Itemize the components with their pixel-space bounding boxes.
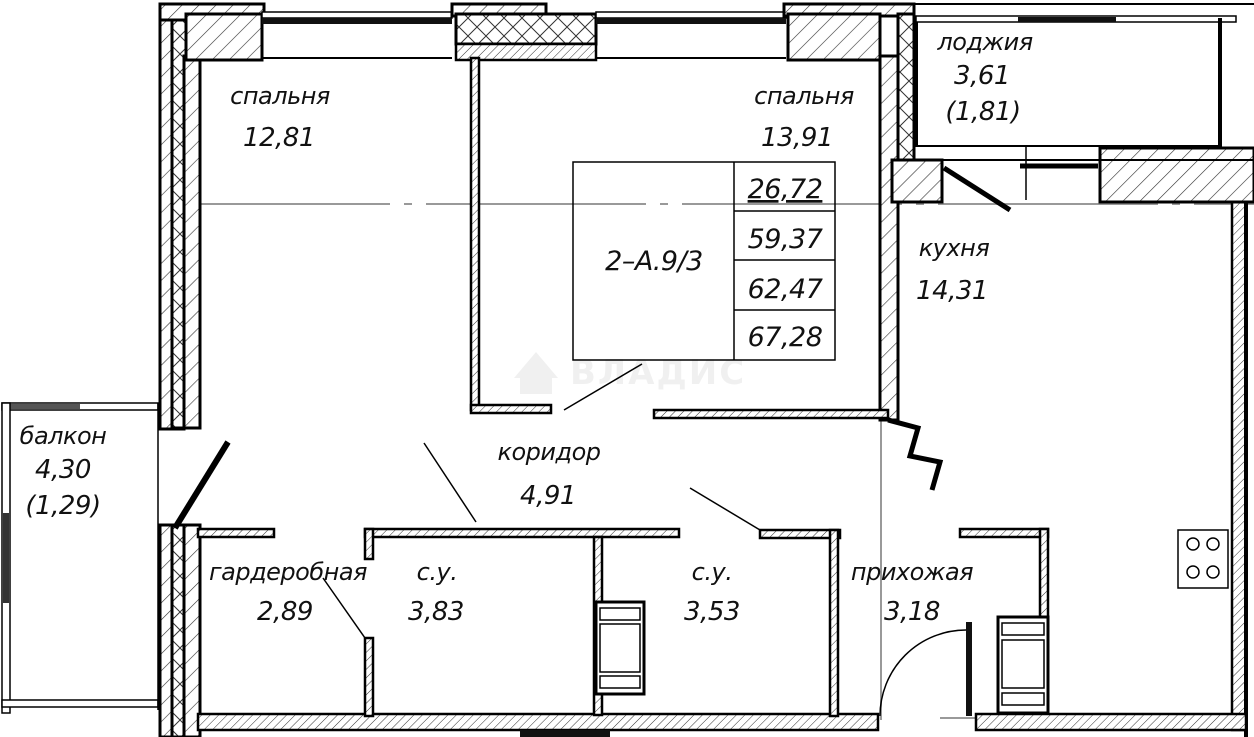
room-area: 2,89: [257, 597, 313, 627]
interior-walls: [196, 56, 1050, 718]
room-name: гардеробная: [209, 558, 367, 586]
bathroom-fixture-1: [594, 600, 646, 696]
balcony-frame: [1, 402, 159, 714]
room-reduced-area: (1,81): [945, 97, 1020, 127]
area-with-loggia: 62,47: [748, 274, 823, 305]
room-name: коридор: [497, 438, 600, 466]
room-bathroom-2[interactable]: с.у. 3,53: [684, 558, 740, 627]
doors: [172, 163, 1098, 717]
area-total: 59,37: [748, 224, 823, 255]
axis-lines: [170, 203, 1254, 720]
area-full: 67,28: [748, 322, 823, 353]
room-bedroom-left[interactable]: спальня 12,81: [230, 82, 330, 153]
room-area: 13,91: [761, 123, 833, 153]
room-area: 4,30: [35, 455, 91, 485]
house-key-icon: [514, 352, 558, 394]
stove-icon: [1177, 529, 1229, 589]
room-balcony[interactable]: балкон 4,30 (1,29): [20, 422, 107, 521]
room-area: 3,61: [954, 61, 1010, 91]
room-name: прихожая: [851, 558, 973, 586]
exterior-walls: [158, 2, 1254, 737]
room-bathroom-1[interactable]: с.у. 3,83: [408, 558, 464, 627]
loggia-frame: [914, 3, 1254, 200]
room-area: 12,81: [243, 123, 315, 153]
room-name: лоджия: [936, 28, 1032, 56]
room-name: кухня: [919, 234, 990, 262]
apartment-area-table: 2–А.9/3 26,72 59,37 62,47 67,28: [572, 161, 836, 361]
room-name: с.у.: [417, 558, 458, 586]
room-name: спальня: [754, 82, 854, 110]
area-living: 26,72: [748, 174, 823, 205]
room-corridor[interactable]: коридор 4,91: [497, 438, 601, 511]
room-name: спальня: [230, 82, 330, 110]
room-area: 3,18: [884, 597, 940, 627]
room-area: 14,31: [916, 276, 988, 306]
watermark-text: ВЛАДИС: [570, 353, 746, 393]
room-hallway[interactable]: прихожая 3,18: [851, 558, 974, 627]
watermark: ВЛАДИС: [514, 352, 746, 394]
bathroom-fixture-2: [996, 615, 1050, 715]
room-name: с.у.: [692, 558, 733, 586]
room-name: балкон: [20, 422, 107, 450]
room-kitchen[interactable]: кухня 14,31: [916, 234, 990, 306]
room-loggia[interactable]: лоджия 3,61 (1,81): [936, 28, 1033, 127]
apartment-code: 2–А.9/3: [605, 246, 703, 277]
room-wardrobe[interactable]: гардеробная 2,89: [209, 558, 368, 627]
room-area: 3,53: [684, 597, 740, 627]
room-area: 3,83: [408, 597, 464, 627]
room-area: 4,91: [520, 481, 576, 511]
room-reduced-area: (1,29): [25, 491, 100, 521]
room-bedroom-right[interactable]: спальня 13,91: [754, 82, 854, 153]
